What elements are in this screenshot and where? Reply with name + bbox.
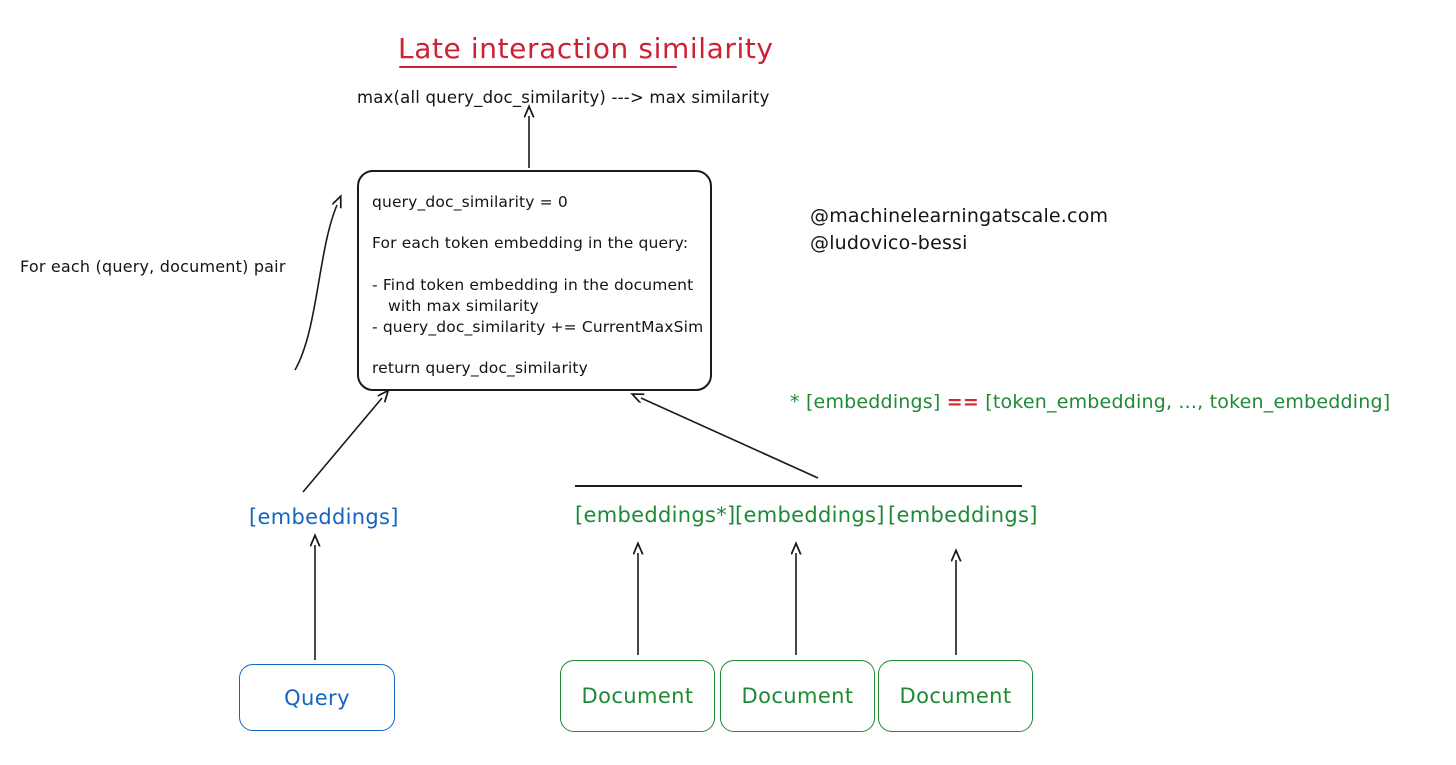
pseudocode-line-1: query_doc_similarity = 0 (372, 193, 568, 211)
document-node-label-3: Document (899, 684, 1012, 708)
legend-operator: == (946, 391, 980, 413)
arrow-query-embeddings-to-box (302, 398, 382, 493)
legend-suffix: [token_embedding, ..., token_embedding] (979, 391, 1391, 413)
page-title: Late interaction similarity (398, 32, 774, 65)
handle-author: @ludovico-bessi (810, 232, 968, 254)
pseudocode-line-6: return query_doc_similarity (372, 359, 588, 377)
document-embeddings-label-3: [embeddings] (888, 503, 1038, 527)
document-node-3[interactable]: Document (878, 660, 1033, 732)
document-node-2[interactable]: Document (720, 660, 875, 732)
pseudocode-line-3: - Find token embedding in the document (372, 276, 694, 294)
pseudocode-line-2: For each token embedding in the query: (372, 234, 689, 252)
query-node[interactable]: Query (239, 664, 395, 731)
document-embeddings-label-2: [embeddings] (735, 503, 885, 527)
pseudocode-line-5: - query_doc_similarity += CurrentMaxSim (372, 318, 704, 336)
arrow-loop-to-box (294, 205, 337, 371)
query-node-label: Query (284, 685, 350, 710)
handle-website: @machinelearningatscale.com (810, 205, 1109, 227)
query-embeddings-label: [embeddings] (249, 505, 399, 529)
document-node-1[interactable]: Document (560, 660, 715, 732)
pseudocode-line-4: with max similarity (388, 297, 539, 315)
legend-prefix: * [embeddings] (790, 391, 947, 413)
loop-caption: For each (query, document) pair (20, 257, 286, 276)
output-expression-label: max(all query_doc_similarity) ---> max s… (357, 88, 770, 107)
document-node-label-2: Document (741, 684, 854, 708)
document-group-line (575, 485, 1022, 487)
document-embeddings-label-1: [embeddings*] (575, 503, 736, 527)
document-node-label-1: Document (581, 684, 694, 708)
pseudocode-box (357, 170, 712, 391)
title-underline (399, 66, 677, 68)
legend-note: * [embeddings] == [token_embedding, ...,… (790, 391, 1390, 413)
